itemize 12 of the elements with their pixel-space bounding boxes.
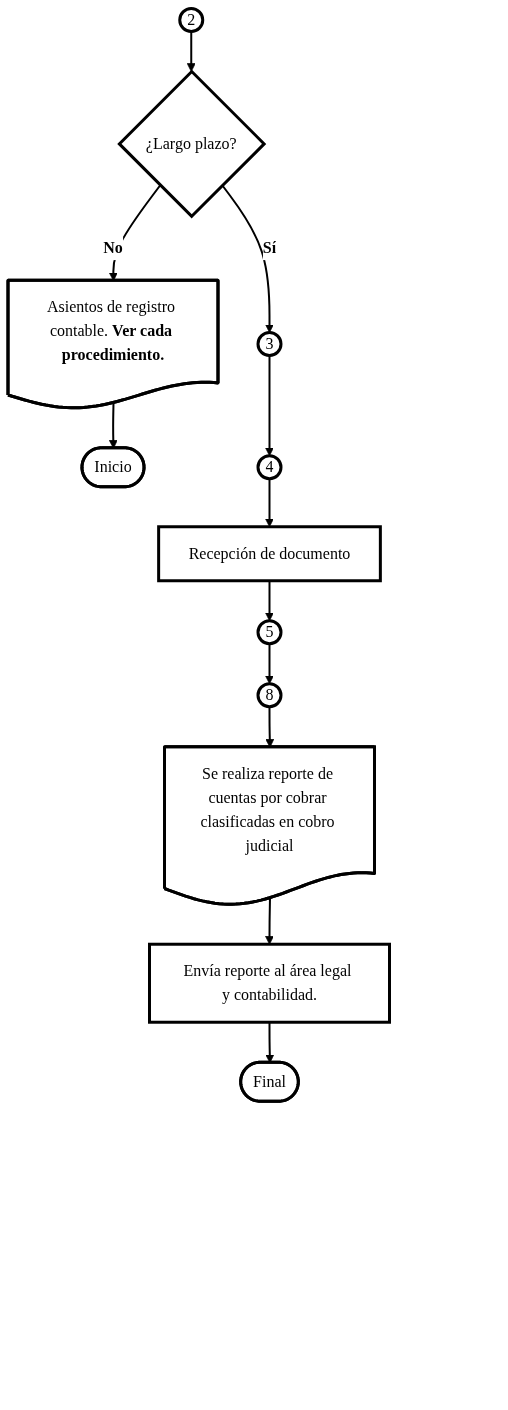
node-circle: 2 [178,7,205,33]
arrow [265,897,274,945]
node-circle: 3 [256,331,283,357]
node-circle: 8 [256,682,283,709]
node-circle: 4 [256,454,283,481]
node-diamond: ¿Largo plazo? [117,69,267,219]
arrow [221,184,274,333]
node-circle: 5 [256,619,283,646]
node-box: Envía reporte al área legal y contabilidad. [148,942,391,1024]
node-box: Recepción de documento [157,525,382,583]
edge-label: Sí [262,239,277,257]
edge-label: No [103,239,123,257]
